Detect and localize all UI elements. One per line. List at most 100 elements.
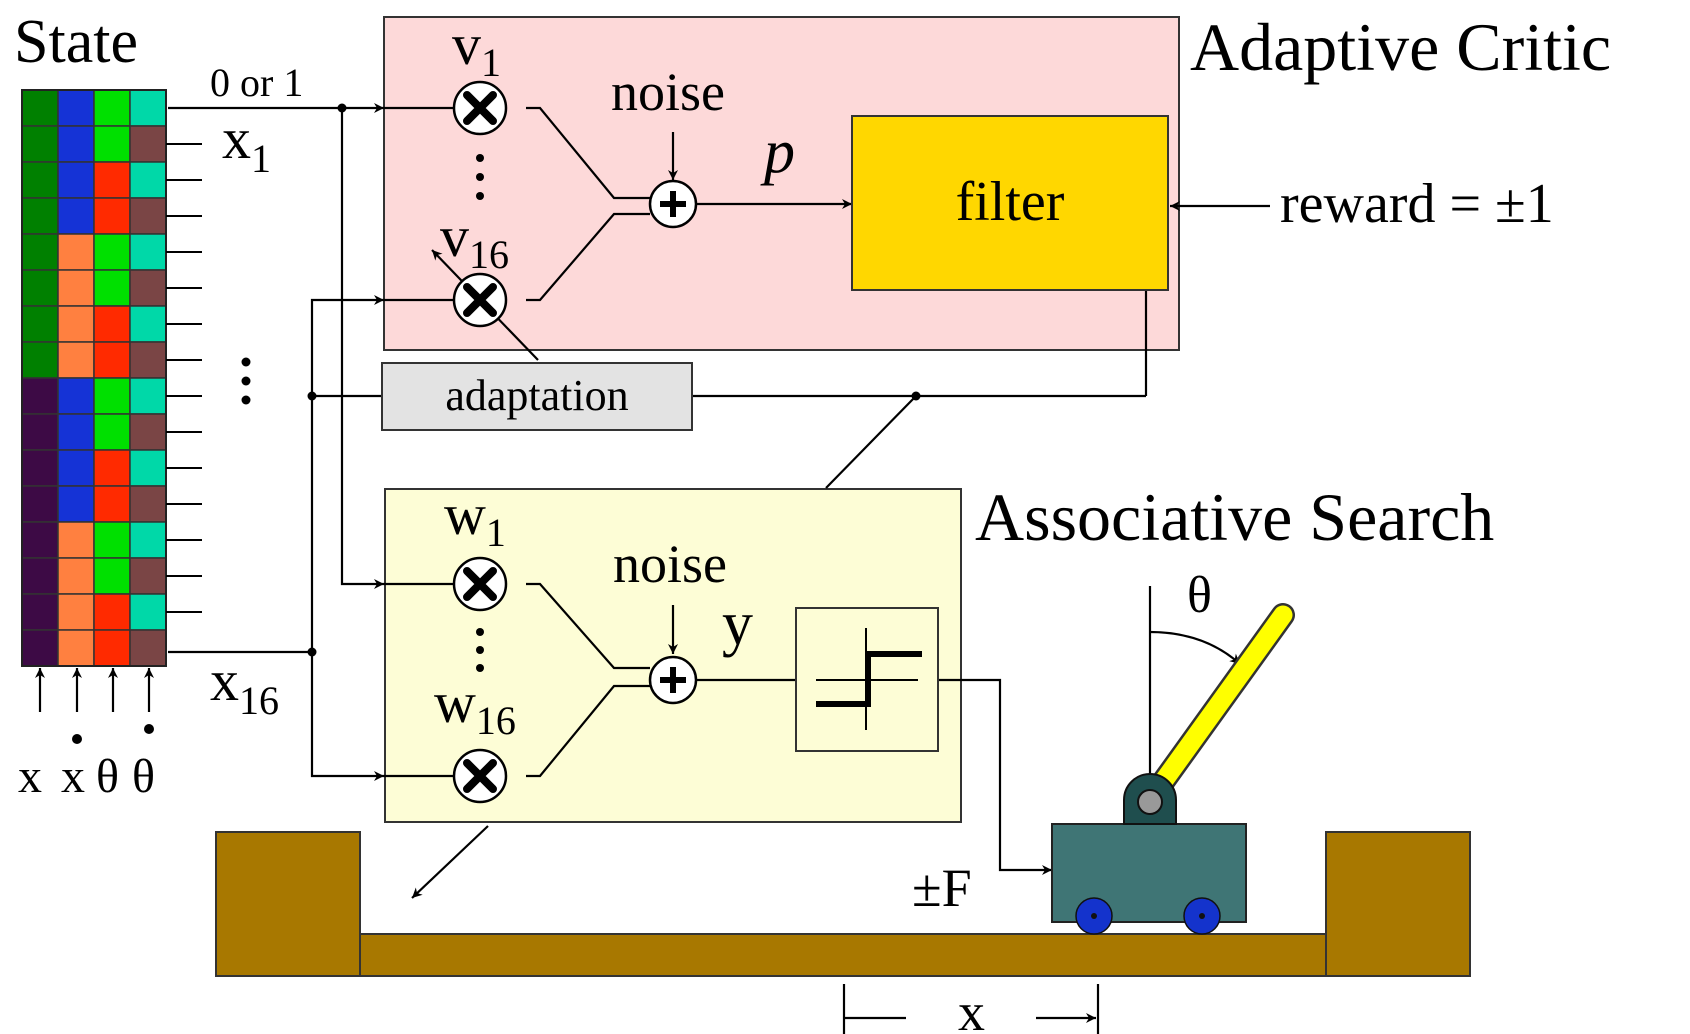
multiplier-v1-icon — [452, 80, 508, 136]
state-cell — [129, 629, 167, 667]
p-label: p — [760, 118, 795, 186]
junction-dots — [307, 103, 921, 657]
multiplier-v16-icon — [452, 272, 508, 328]
state-var-x: x — [18, 750, 42, 803]
state-label: State — [14, 8, 138, 76]
pivot-icon — [1137, 789, 1163, 815]
state-cell — [57, 593, 95, 631]
state-cell — [21, 449, 59, 487]
sum-critic-icon — [648, 179, 698, 229]
state-cell — [21, 305, 59, 343]
state-cell — [129, 449, 167, 487]
filter-label: filter — [956, 171, 1065, 233]
state-cell — [129, 377, 167, 415]
state-cell — [93, 377, 131, 415]
v16-label: v16 — [440, 204, 509, 277]
state-cell — [93, 161, 131, 199]
state-cell — [93, 521, 131, 559]
state-cell — [57, 233, 95, 271]
zero-or-one-label: 0 or 1 — [210, 60, 303, 105]
cart-wheel-right-icon — [1183, 897, 1221, 935]
state-cell — [129, 197, 167, 235]
state-cell — [93, 197, 131, 235]
state-cell — [21, 413, 59, 451]
state-cell — [129, 233, 167, 271]
state-cell — [129, 485, 167, 523]
state-cell — [21, 629, 59, 667]
state-cell — [21, 485, 59, 523]
state-cell — [21, 233, 59, 271]
state-grid-outline — [21, 89, 167, 667]
state-cell — [93, 341, 131, 379]
state-cell — [57, 377, 95, 415]
filter-box — [851, 115, 1169, 291]
state-cell — [93, 305, 131, 343]
state-var-thetadot: θ — [132, 750, 155, 803]
cart-wheel-left-icon — [1075, 897, 1113, 935]
adaptation-box — [381, 362, 693, 431]
state-cell — [21, 341, 59, 379]
cart-position-label: x — [958, 982, 985, 1034]
xdot-dot-icon — [72, 734, 82, 744]
wiring — [168, 103, 1270, 1034]
state-cell — [93, 269, 131, 307]
state-cell — [93, 629, 131, 667]
middle-ellipsis-dots — [241, 357, 251, 405]
state-cell — [21, 593, 59, 631]
state-cell — [129, 305, 167, 343]
state-var-theta: θ — [96, 750, 119, 803]
state-cell — [93, 557, 131, 595]
step-function-icon — [816, 628, 922, 730]
state-cell — [21, 125, 59, 163]
state-cell — [129, 161, 167, 199]
adaptation-label: adaptation — [445, 371, 628, 420]
state-cell — [21, 197, 59, 235]
state-cell — [57, 125, 95, 163]
state-cell — [93, 125, 131, 163]
state-row-ticks — [166, 143, 202, 613]
multiplier-w16-icon — [452, 748, 508, 804]
state-cell — [57, 269, 95, 307]
reward-label: reward = ±1 — [1280, 173, 1554, 235]
state-cell — [129, 125, 167, 163]
state-cell — [93, 593, 131, 631]
state-cell — [21, 521, 59, 559]
adaptive-critic-title: Adaptive Critic — [1190, 9, 1611, 85]
pole-fill — [1140, 605, 1293, 810]
sum-search-icon — [648, 655, 698, 705]
state-cell — [57, 449, 95, 487]
y-label: y — [722, 590, 753, 658]
v1-label: v1 — [452, 12, 501, 85]
state-cell — [57, 89, 95, 127]
state-cell — [93, 413, 131, 451]
state-cell — [129, 557, 167, 595]
thetadot-dot-icon — [144, 724, 154, 734]
state-cell — [129, 413, 167, 451]
state-cell — [21, 377, 59, 415]
noise-top-label: noise — [611, 62, 725, 122]
w16-label: w16 — [434, 670, 516, 743]
state-cell — [57, 197, 95, 235]
track-left-wall — [215, 831, 361, 977]
state-cell — [129, 593, 167, 631]
state-cell — [21, 269, 59, 307]
state-cell — [21, 89, 59, 127]
state-cell — [57, 305, 95, 343]
state-cell — [93, 449, 131, 487]
vertical-ellipsis-critic — [476, 154, 484, 200]
state-grid — [21, 89, 167, 667]
state-cell — [57, 485, 95, 523]
force-label: ±F — [912, 858, 972, 918]
vertical-ellipsis-search — [476, 628, 484, 672]
state-cell — [129, 89, 167, 127]
state-cell — [57, 341, 95, 379]
state-cell — [21, 161, 59, 199]
state-cell — [57, 161, 95, 199]
theta-label: θ — [1187, 567, 1212, 624]
multiplier-w1-icon — [452, 556, 508, 612]
state-cell — [57, 521, 95, 559]
state-var-xdot: x — [61, 750, 85, 803]
state-cell — [93, 89, 131, 127]
track-right-wall — [1325, 831, 1471, 977]
